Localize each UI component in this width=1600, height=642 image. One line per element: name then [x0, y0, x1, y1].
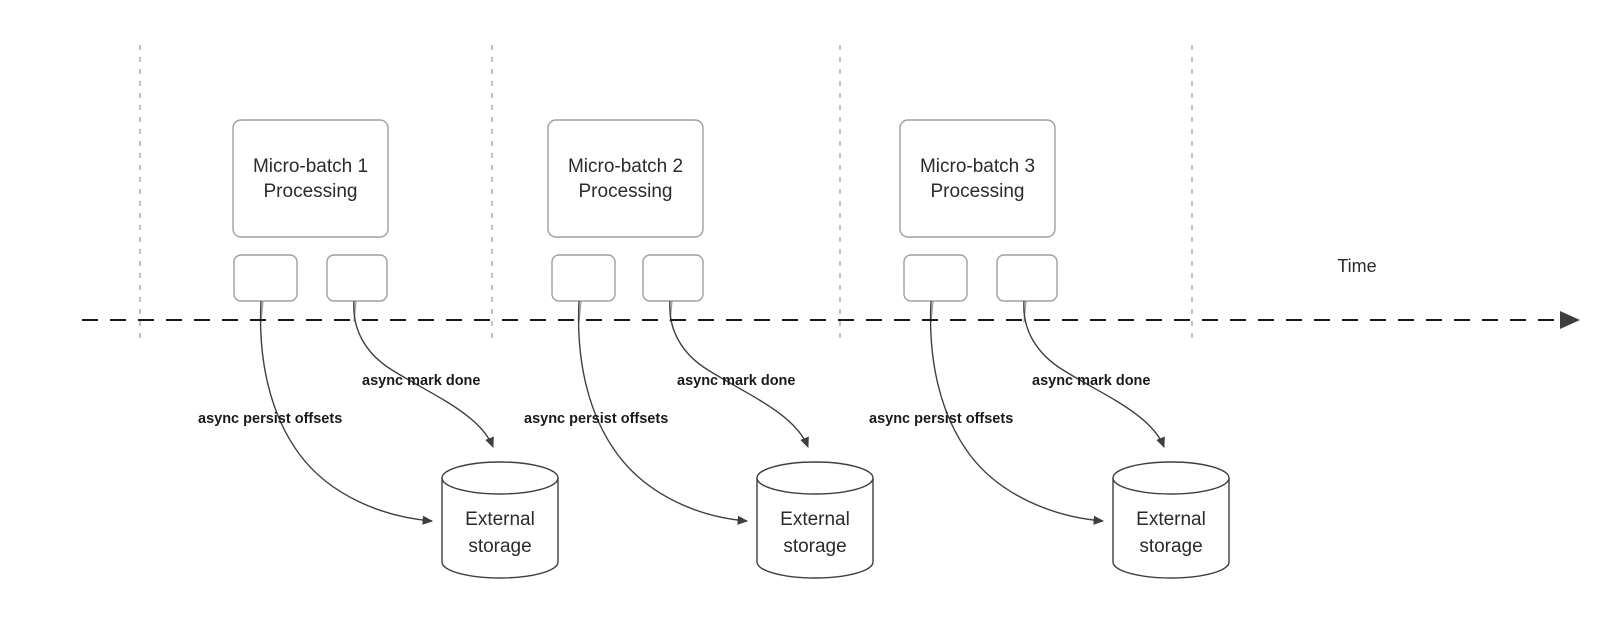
- time-axis: Time: [82, 256, 1580, 329]
- async-mark-done-arrow-1: [353, 300, 494, 448]
- offset-task-box-1[interactable]: [233, 254, 298, 302]
- external-storage-3-top: [1112, 461, 1230, 495]
- external-storage-3-body: [1112, 478, 1230, 579]
- external-storage-3-label-line2: storage: [1139, 536, 1202, 557]
- external-storage-3[interactable]: External storage: [1112, 461, 1230, 579]
- external-storage-1-top: [441, 461, 559, 495]
- offset-task-stub-1: [260, 300, 264, 323]
- offset-task-stub-3: [930, 300, 934, 323]
- micro-batch-2-label-line1: Micro-batch 2: [568, 156, 683, 177]
- async-persist-offsets-label-2: async persist offsets: [524, 411, 668, 427]
- async-mark-done-arrow-2: [669, 300, 809, 448]
- offset-task-stub-2: [578, 300, 582, 323]
- mark-done-task-box-2[interactable]: [642, 254, 704, 302]
- micro-batch-group-1: Micro-batch 1 Processing External storag…: [198, 119, 559, 579]
- time-axis-label: Time: [1337, 256, 1376, 276]
- external-storage-2-label-line2: storage: [783, 536, 846, 557]
- external-storage-2[interactable]: External storage: [756, 461, 874, 579]
- external-storage-2-body: [756, 478, 874, 579]
- micro-batch-1-label-line1: Micro-batch 1: [253, 156, 368, 177]
- micro-batch-2-label-line2: Processing: [579, 181, 673, 202]
- async-mark-done-arrow-3: [1023, 300, 1165, 448]
- async-persist-offsets-arrow-1: [259, 300, 434, 525]
- external-storage-1[interactable]: External storage: [441, 461, 559, 579]
- offset-task-box-3[interactable]: [903, 254, 968, 302]
- micro-batch-3-label-line1: Micro-batch 3: [920, 156, 1035, 177]
- micro-batch-group-2: Micro-batch 2 Processing External storag…: [524, 119, 874, 579]
- micro-batch-group-3: Micro-batch 3 Processing External storag…: [869, 119, 1230, 579]
- external-storage-1-label-line1: External: [465, 509, 535, 530]
- micro-batch-1-box[interactable]: [232, 119, 389, 238]
- external-storage-2-label-line1: External: [780, 509, 850, 530]
- async-mark-done-label-3: async mark done: [1032, 373, 1150, 389]
- micro-batch-3-box[interactable]: [899, 119, 1056, 238]
- micro-batch-3-label-line2: Processing: [931, 181, 1025, 202]
- timeline-arrowhead: [1560, 311, 1580, 329]
- external-storage-1-label-line2: storage: [468, 536, 531, 557]
- micro-batch-2-box[interactable]: [547, 119, 704, 238]
- external-storage-1-body: [441, 478, 559, 579]
- micro-batch-1-label-line2: Processing: [264, 181, 358, 202]
- async-persist-offsets-arrow-3: [929, 300, 1105, 525]
- async-persist-offsets-label-3: async persist offsets: [869, 411, 1013, 427]
- async-persist-offsets-label-1: async persist offsets: [198, 411, 342, 427]
- async-persist-offsets-arrow-2: [577, 300, 749, 525]
- mark-done-task-box-1[interactable]: [326, 254, 388, 302]
- async-mark-done-label-2: async mark done: [677, 373, 795, 389]
- offset-task-box-2[interactable]: [551, 254, 616, 302]
- external-storage-3-label-line1: External: [1136, 509, 1206, 530]
- mark-done-task-box-3[interactable]: [996, 254, 1058, 302]
- async-mark-done-label-1: async mark done: [362, 373, 480, 389]
- boundary-ticks: [139, 45, 1193, 340]
- external-storage-2-top: [756, 461, 874, 495]
